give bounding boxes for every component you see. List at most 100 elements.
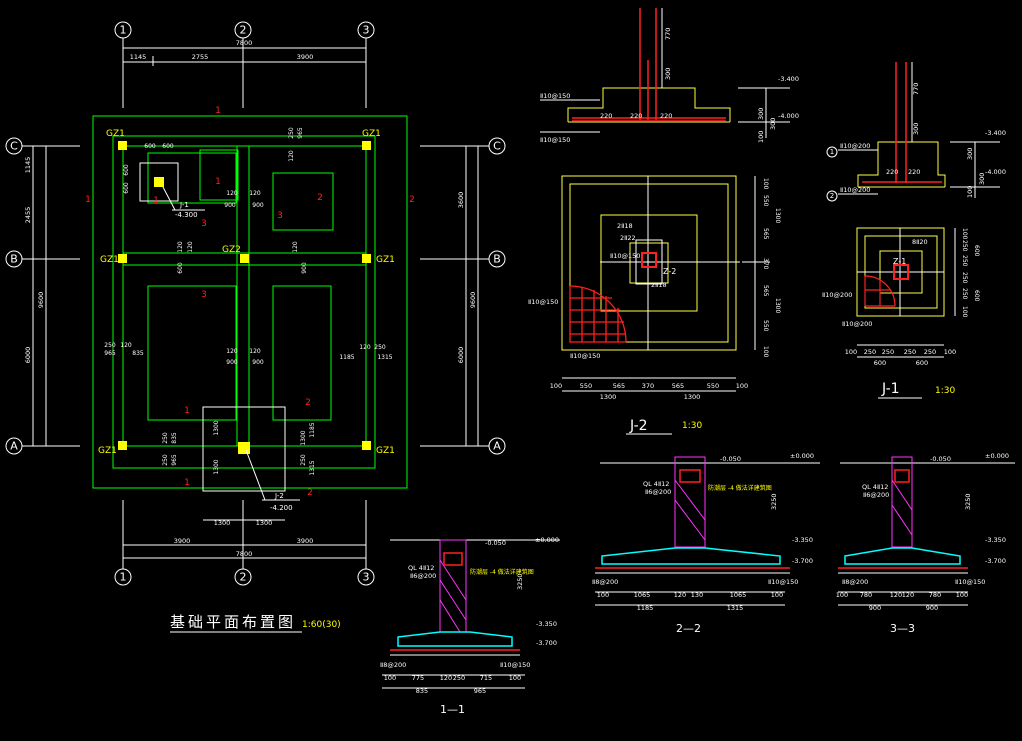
dim-text: 120 [249, 348, 261, 355]
axis-label: B [493, 253, 501, 266]
elev-text: -4.000 [778, 112, 799, 120]
dim-text: 100 [757, 131, 765, 143]
j1-detail: 1 2 -3.400 -4.000 Ⅱ10@200 Ⅱ10@200 220 22… [822, 62, 1006, 399]
axis-label: A [493, 440, 501, 453]
footing-j2 [202, 406, 286, 492]
rebar-fan [864, 275, 896, 307]
rebar-fan [569, 285, 627, 343]
section-mark: 1 [184, 406, 190, 416]
rebar-text: QL 4Ⅱ12 [862, 483, 888, 491]
section-mark: 1 [215, 106, 221, 116]
dim-text: 600 [916, 359, 928, 367]
section-mark: 1 [85, 195, 91, 205]
dim-text: 120 [674, 591, 686, 599]
foundation-plan: 1 2 3 1 2 3 C B A C B A 7800 1145 2755 3… [5, 21, 506, 633]
elev-text: ±0.000 [535, 536, 559, 544]
section-mark: 2 [317, 193, 323, 203]
dim-text: 900 [252, 202, 264, 209]
note-text: 防潮层 -4 做法详建筑图 [708, 484, 772, 492]
elev-text: -3.700 [536, 639, 557, 647]
dim-text: 1300 [774, 298, 781, 313]
dim-text: 250 [904, 348, 916, 356]
gz-label: GZ2 [222, 245, 241, 255]
dim-text: 900 [252, 359, 264, 366]
dim-text: 600 [874, 359, 886, 367]
detail-scale: 1:30 [935, 386, 955, 396]
footing-label: J-2 [274, 492, 284, 500]
dim-text: 120 [226, 190, 238, 197]
dim-text: 250 [288, 127, 295, 139]
dim-text: 120 [249, 190, 261, 197]
dim-text: 100 [736, 382, 748, 390]
dim-text: 120 [902, 591, 914, 599]
rebar-text: 8Ⅱ20 [912, 238, 928, 246]
elev-text: -0.050 [485, 539, 506, 547]
gz-column [240, 254, 249, 263]
dim-text: 550 [762, 195, 769, 207]
dim-text: 1300 [214, 519, 231, 527]
dim-text: 100 [597, 591, 609, 599]
section-1-1: -0.050 ±0.000 -3.350 -3.700 QL 4Ⅱ12 Ⅱ6@2… [380, 536, 560, 716]
dim-text: 1065 [634, 591, 651, 599]
rebar-text: Ⅱ10@150 [528, 298, 558, 306]
dim-text: 100 [550, 382, 562, 390]
dim-text: 3900 [297, 537, 314, 545]
elev-text: -3.700 [985, 557, 1006, 565]
detail-label: J-1 [881, 381, 900, 397]
dim-text: 3900 [297, 53, 314, 61]
section-mark: 1 [184, 478, 190, 488]
elev-text: ±0.000 [790, 452, 814, 460]
dim-text: 1300 [300, 430, 307, 445]
dim-text: 100 [944, 348, 956, 356]
dim-text: 900 [224, 202, 236, 209]
dim-text: 3250 [516, 573, 524, 590]
dim-text: 965 [474, 687, 486, 695]
dim-text: 835 [171, 432, 178, 444]
elev-text: ±0.000 [985, 452, 1009, 460]
section-mark: 2 [830, 192, 834, 200]
dim-text: 550 [762, 320, 769, 332]
dim-text: 780 [860, 591, 872, 599]
dim-text: 100 [762, 346, 769, 358]
dim-text: 250 [961, 272, 968, 284]
rebar-text: Ⅱ10@150 [955, 578, 985, 586]
section-mark: 1 [215, 177, 221, 187]
dim-text: 550 [707, 382, 719, 390]
dim-text: 120 [226, 348, 238, 355]
dim-text: 965 [297, 127, 304, 139]
dim-text: 120 [120, 342, 132, 349]
dim-text: 220 [600, 112, 612, 120]
dim-text: 3250 [964, 493, 972, 510]
dim-text: 7800 [236, 39, 253, 47]
elev-text: -3.400 [985, 129, 1006, 137]
dim-text: 120 [288, 150, 295, 162]
dim-text: 100 [961, 306, 968, 318]
column-label: Z-1 [893, 257, 906, 266]
dim-text: 565 [613, 382, 625, 390]
dim-text: 250 [882, 348, 894, 356]
column-z2 [641, 252, 657, 268]
elev-text: -4.000 [985, 168, 1006, 176]
dim-text: 300 [966, 148, 974, 160]
dim-text: 300 [978, 173, 986, 185]
dim-text: 835 [132, 350, 144, 357]
dim-text: 120 [440, 674, 452, 682]
footing-elev: -4.300 [175, 211, 198, 219]
section-2-2: -0.050 ±0.000 -3.350 -3.700 QL 4Ⅱ12 Ⅱ6@2… [592, 452, 820, 635]
dim-text: 250 [961, 255, 968, 267]
rebar-text: Ⅱ10@150 [570, 352, 600, 360]
gz-label: GZ1 [98, 446, 117, 456]
rebar-text: Ⅱ10@150 [500, 661, 530, 669]
rebar-text: QL 4Ⅱ12 [643, 480, 669, 488]
dim-text: 835 [416, 687, 428, 695]
dim-text: 120 [177, 241, 184, 253]
rebar-text: 2Ⅱ18 [617, 222, 633, 230]
dim-text: 100 [771, 591, 783, 599]
dim-text: 250 [961, 240, 968, 252]
axis-label: 1 [120, 571, 127, 584]
axis-label: 1 [120, 24, 127, 37]
rebar-text: Ⅱ10@200 [840, 142, 870, 150]
note-text: 防潮层 -4 做法详建筑图 [470, 568, 534, 576]
dim-text: 220 [660, 112, 672, 120]
